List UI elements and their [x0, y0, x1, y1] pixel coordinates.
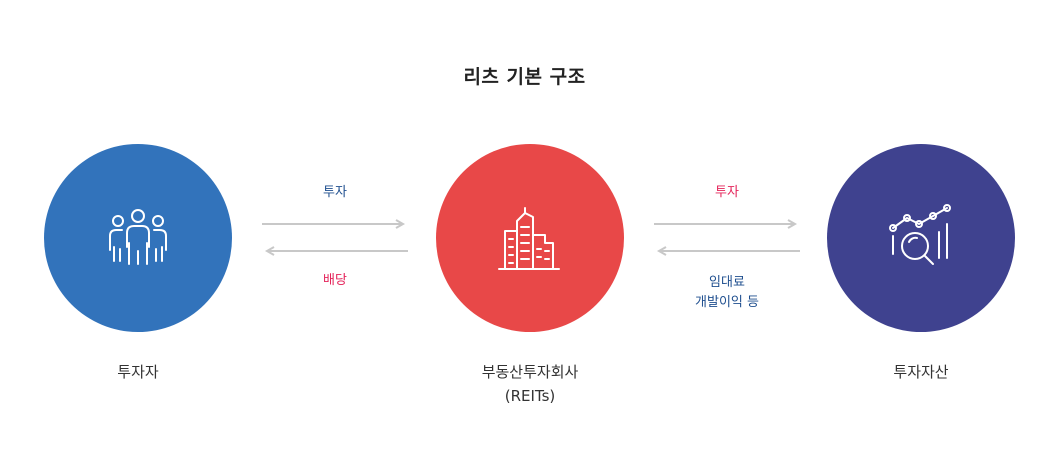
- diagram-title: 리츠 기본 구조: [463, 66, 586, 88]
- reits-label-line2: (REITs): [504, 387, 556, 405]
- reits-label-line1: 부동산투자회사: [481, 363, 579, 381]
- people-icon: [109, 209, 167, 265]
- arrow-reits-to-investor: [262, 246, 408, 256]
- reits-node: [436, 144, 624, 332]
- investor-node: [44, 144, 232, 332]
- investor-label-text: 투자자: [117, 363, 159, 381]
- investor-label: 투자자: [18, 360, 258, 384]
- flow-label-invest-2: 투자: [647, 183, 807, 203]
- flow-label-text: 배당: [323, 273, 347, 288]
- asset-label-text: 투자자산: [893, 363, 949, 381]
- flow-label-rent: 임대료 개발이익 등: [647, 273, 807, 313]
- flow-label-invest-1: 투자: [255, 183, 415, 203]
- arrow-reits-to-asset: [654, 219, 800, 229]
- flow-label-line: 개발이익 등: [695, 295, 759, 310]
- arrow-investor-to-reits: [262, 219, 408, 229]
- flow-label-dividend: 배당: [255, 271, 415, 291]
- arrow-asset-to-reits: [654, 246, 800, 256]
- flow-label-line: 임대료: [709, 275, 745, 290]
- asset-label: 투자자산: [801, 360, 1041, 384]
- flow-label-text: 투자: [715, 185, 739, 200]
- chart-magnifier-icon: [889, 204, 951, 265]
- asset-node: [827, 144, 1015, 332]
- buildings-icon: [498, 207, 560, 270]
- flow-label-text: 투자: [323, 185, 347, 200]
- reits-label: 부동산투자회사 (REITs): [410, 360, 650, 408]
